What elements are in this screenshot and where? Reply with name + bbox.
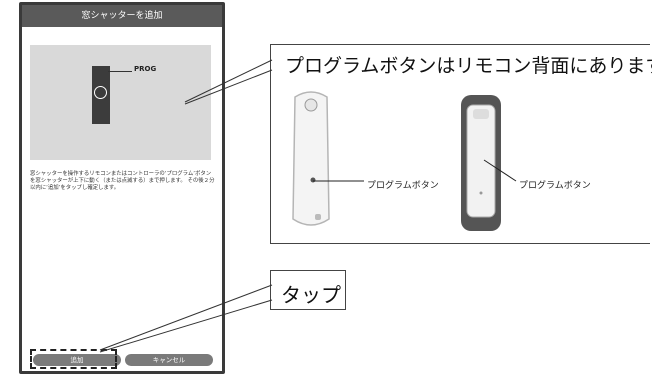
remote-front-icon xyxy=(292,91,330,226)
hero-illustration: PROG xyxy=(30,45,211,160)
cancel-button[interactable]: キャンセル xyxy=(125,354,213,366)
button-row: 追加 キャンセル xyxy=(33,354,215,367)
prog-button-icon xyxy=(94,86,107,99)
remote-left-label: プログラムボタン xyxy=(367,181,439,191)
prog-leader-line xyxy=(108,71,132,72)
remote-right-label: プログラムボタン xyxy=(519,181,591,191)
add-button[interactable]: 追加 xyxy=(33,354,121,366)
page-title: 窓シャッターを追加 xyxy=(22,5,222,27)
remote-icon xyxy=(92,66,110,124)
tap-label: タップ xyxy=(281,283,341,307)
instructions-text: 窓シャッターを操作するリモコンまたはコントローラの‘プログラム’ボタンを窓シャッ… xyxy=(30,171,215,191)
tap-callout: タップ xyxy=(270,270,346,310)
program-button-callout: プログラムボタンはリモコン背面にあります プログラムボタン プログラムボタン xyxy=(270,44,652,244)
remote-back-icon xyxy=(461,95,501,231)
callout-heading: プログラムボタンはリモコン背面にあります xyxy=(285,55,652,77)
tap-highlight xyxy=(30,349,117,369)
phone-screen: 窓シャッターを追加 PROG 窓シャッターを操作するリモコンまたはコントローラの… xyxy=(19,2,225,374)
prog-label: PROG xyxy=(134,65,157,73)
